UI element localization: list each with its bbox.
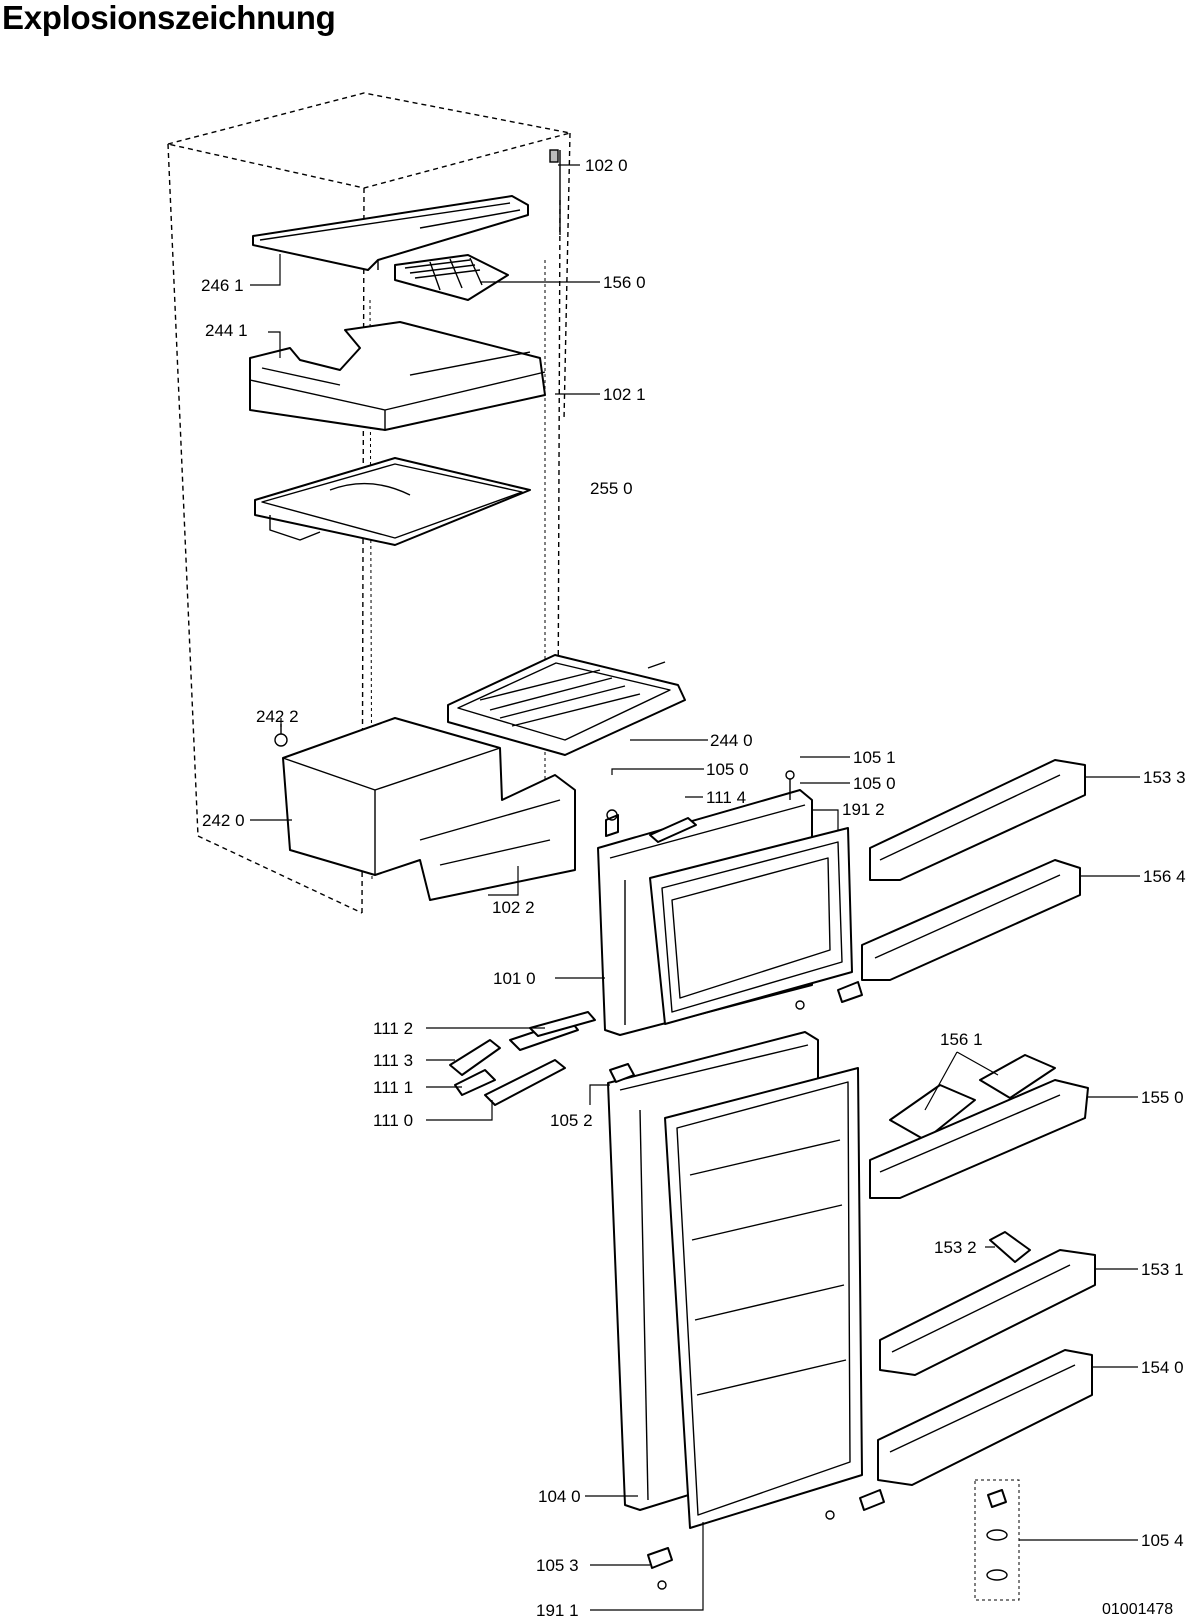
label-part: 105 3: [536, 1556, 579, 1575]
label-part: 244 1: [205, 321, 248, 340]
label-part: 111 0: [373, 1111, 413, 1130]
cabinet-outline: [167, 92, 571, 914]
label-part: 105 2: [550, 1111, 593, 1130]
label-part: 156 4: [1143, 867, 1186, 886]
label-part: 155 0: [1141, 1088, 1184, 1107]
label-part: 242 2: [256, 707, 299, 726]
part-105-hinges-screws: [605, 770, 885, 1590]
label-part: 111 3: [373, 1051, 413, 1070]
part-246-1-top-shelf: [252, 149, 561, 271]
label-part: 156 1: [940, 1030, 983, 1049]
label-part: 153 2: [934, 1238, 977, 1257]
label-part: 244 0: [710, 731, 753, 750]
label-part: 111 1: [373, 1078, 413, 1097]
label-part: 111 2: [373, 1019, 413, 1038]
label-part: 111 4: [706, 788, 746, 807]
label-part: 105 1: [853, 748, 896, 767]
label-part: 105 0: [853, 774, 896, 793]
label-part: 153 1: [1141, 1260, 1184, 1279]
label-part: 242 0: [202, 811, 245, 830]
label-part: 104 0: [538, 1487, 581, 1506]
leader-lines: [250, 164, 1140, 1611]
part-191-2-freezer-gasket: [649, 827, 853, 1025]
part-244-1-freezer-drawer: [249, 321, 546, 431]
label-part: 102 0: [585, 156, 628, 175]
part-155-0-door-shelf: [869, 1079, 1089, 1199]
part-111-handle-set: [449, 1011, 596, 1106]
part-255-0-glass-shelf: [254, 457, 531, 546]
label-part: 246 1: [201, 276, 244, 295]
label-part: 101 0: [493, 969, 536, 988]
part-244-0-crisper-cover: [447, 654, 686, 756]
part-105-4-hinge-kit: [974, 1479, 1020, 1601]
label-part: 105 0: [706, 760, 749, 779]
label-part: 191 2: [842, 800, 885, 819]
part-111-4-handle-cap: [649, 817, 697, 843]
label-part: 156 0: [603, 273, 646, 292]
label-part: 105 4: [1141, 1531, 1184, 1550]
part-156-0-ice-tray: [394, 254, 509, 301]
part-153-2-shelf-clip: [989, 1231, 1031, 1263]
label-part: 153 3: [1143, 768, 1186, 787]
part-153-3-door-shelf: [869, 759, 1086, 881]
part-labels: 102 0 246 1 156 0 244 1 102 1 255 0 242 …: [201, 156, 1186, 1620]
page-title: Explosionszeichnung: [2, 0, 336, 36]
label-part: 102 2: [492, 898, 535, 917]
part-154-0-bottle-shelf: [877, 1349, 1093, 1486]
label-part: 102 1: [603, 385, 646, 404]
part-156-4-door-shelf: [861, 859, 1081, 981]
part-191-1-fridge-gasket: [664, 1067, 863, 1529]
label-part: 154 0: [1141, 1358, 1184, 1377]
part-153-1-door-shelf: [879, 1249, 1096, 1376]
document-number: 01001478: [1102, 1601, 1173, 1618]
part-242-0-vegetable-drawer: [274, 717, 576, 901]
label-part: 191 1: [536, 1601, 579, 1620]
part-156-1-egg-trays: [889, 1054, 1056, 1141]
label-part: 255 0: [590, 479, 633, 498]
